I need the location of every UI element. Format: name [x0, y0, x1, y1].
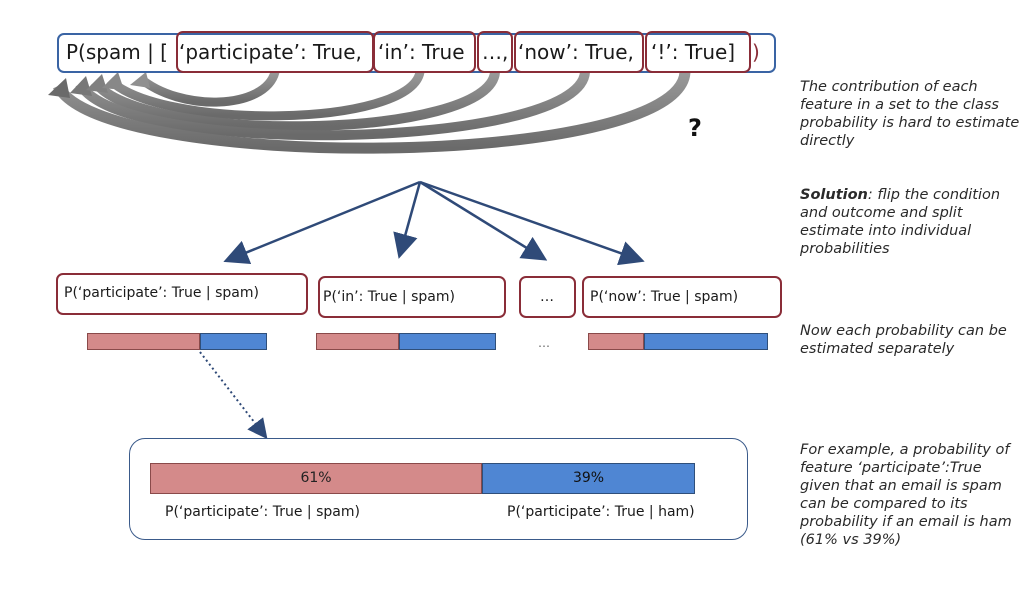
feature-box-in: [373, 31, 476, 73]
feature-ellipsis: …,: [482, 40, 509, 64]
note-separately: Now each probability can be estimated se…: [800, 323, 1007, 357]
feature-now: ‘now’: True,: [518, 40, 634, 64]
arc-arrowhead-3: [86, 74, 108, 93]
cond-participate: P(‘participate’: True | spam): [64, 285, 259, 301]
feature-in: ‘in’: True: [378, 40, 465, 64]
feature-exclaim: ‘!’: True]: [651, 40, 736, 64]
cond-box-ellipsis: [519, 276, 576, 318]
ham-segment: [644, 333, 768, 350]
split-arrow-4: [419, 180, 645, 266]
arc-exclaim: [53, 70, 691, 154]
split-arrow-1: [223, 180, 421, 265]
small-bar-participate: [87, 333, 267, 350]
example-spam-caption: P(‘participate’: True | spam): [165, 504, 360, 520]
note-solution-bold: Solution: [800, 187, 868, 203]
arc-arrowhead-4: [102, 72, 124, 90]
formula-prefix: P(spam | [: [66, 40, 168, 64]
bars-ellipsis: …: [538, 336, 550, 350]
spam-segment: [588, 333, 644, 350]
cond-box-participate: [56, 273, 308, 315]
note-solution: Solution: flip the condition and outcome…: [800, 186, 1020, 258]
note-contribution: The contribution of each feature in a se…: [800, 79, 1020, 149]
arc-now: [75, 70, 590, 141]
cond-box-now: [582, 276, 782, 318]
arc-in: [106, 70, 425, 121]
feature-participate: ‘participate’: True,: [179, 40, 362, 64]
spam-segment: [87, 333, 200, 350]
arc-participate: [137, 70, 280, 107]
arc-arrowhead-1: [48, 78, 70, 98]
curved-arrows: [48, 70, 691, 154]
feature-box-now: [514, 31, 644, 73]
split-arrows: [223, 180, 645, 266]
arc-arrowhead-2: [70, 76, 92, 96]
small-bar-now: [588, 333, 768, 350]
note-solution-text: : flip the condition and outcome and spl…: [800, 187, 1001, 257]
example-ham-caption: P(‘participate’: True | ham): [507, 504, 695, 520]
cond-box-in: [318, 276, 506, 318]
split-arrow-2: [393, 181, 422, 259]
feature-box-ellipsis: [477, 31, 513, 73]
split-arrow-3: [419, 180, 548, 261]
feature-box-exclaim: [645, 31, 751, 73]
spam-segment: [316, 333, 399, 350]
arc-arrowhead-5: [130, 72, 150, 88]
formula-suffix: ): [752, 40, 760, 64]
ham-segment: 39%: [482, 463, 695, 494]
spam-percent-label: 61%: [300, 470, 332, 486]
ham-segment: [200, 333, 267, 350]
arc-ellipsis: [90, 70, 500, 132]
dotted-arrow: [199, 351, 268, 440]
cond-ellipsis: …: [540, 289, 554, 305]
spam-segment: 61%: [150, 463, 482, 494]
ham-percent-label: 39%: [572, 470, 605, 486]
question-mark: ?: [688, 114, 702, 142]
small-bar-in: [316, 333, 496, 350]
ham-segment: [399, 333, 496, 350]
example-bar: 61% 39%: [150, 463, 695, 494]
example-box: [129, 438, 748, 540]
note-example: For example, a probability of feature ‘p…: [800, 442, 1012, 548]
cond-now: P(‘now’: True | spam): [590, 289, 739, 305]
cond-in: P(‘in’: True | spam): [323, 289, 455, 305]
